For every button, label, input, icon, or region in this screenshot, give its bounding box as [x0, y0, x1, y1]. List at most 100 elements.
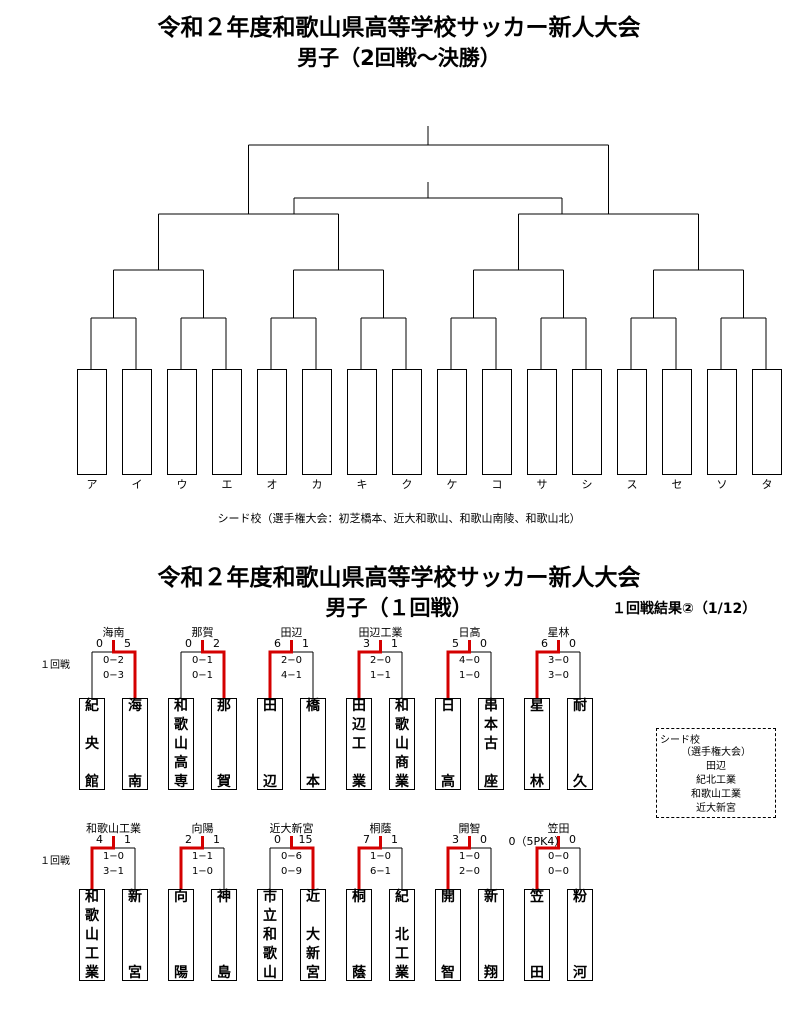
half-score: 0−0	[547, 866, 570, 877]
team-char: 歌	[263, 946, 277, 962]
score-right: 1	[213, 833, 220, 846]
score-left: 0	[185, 637, 192, 650]
half-score: 1−1	[191, 851, 214, 862]
half-score: 4−1	[280, 670, 303, 681]
team-char: 工	[352, 736, 366, 752]
score-left: 0	[96, 637, 103, 650]
team-char: 本	[306, 774, 320, 790]
score-right: 0	[480, 637, 487, 650]
match-winner: 田辺	[280, 626, 303, 639]
team-box	[257, 698, 283, 790]
team-char: 立	[263, 908, 277, 924]
slot-box	[212, 369, 242, 475]
team-char: 歌	[395, 717, 409, 733]
match-winner: 那賀	[191, 626, 214, 639]
win-path	[268, 640, 293, 698]
seed-school: 和歌山工業	[691, 789, 741, 800]
team-box	[257, 889, 283, 981]
win-path	[446, 640, 471, 698]
team-char: 串	[484, 698, 498, 714]
win-path	[290, 836, 315, 889]
score-right: 1	[391, 833, 398, 846]
win-path	[179, 836, 204, 889]
team-char: 山	[263, 965, 277, 981]
slot-label: ア	[86, 478, 98, 491]
team-char: 桐	[352, 889, 366, 905]
team-char: 陽	[174, 965, 188, 981]
team-char: 本	[484, 717, 498, 733]
slot-box	[167, 369, 197, 475]
half-score: 1−0	[191, 866, 214, 877]
team-char: 市	[263, 889, 277, 905]
slot-box	[257, 369, 287, 475]
slot-box	[77, 369, 107, 475]
team-char: 笠	[530, 889, 544, 905]
team-char: 賀	[217, 774, 231, 790]
team-char: 向	[174, 889, 188, 905]
slot-label: ス	[626, 478, 638, 491]
team-char: 業	[352, 774, 366, 790]
team-char: 田	[263, 698, 277, 714]
team-box	[300, 698, 326, 790]
team-char: 座	[484, 774, 498, 790]
team-char: 田	[530, 965, 544, 981]
match-winner: 開智	[458, 822, 481, 835]
team-box	[524, 698, 550, 790]
half-score: 1−0	[102, 851, 125, 862]
team-char: 工	[395, 946, 409, 962]
score-left: 3	[363, 637, 370, 650]
team-char: 智	[441, 965, 455, 981]
half-score: 1−1	[369, 670, 392, 681]
score-left: 4	[96, 833, 103, 846]
team-box	[346, 889, 372, 981]
team-box	[122, 889, 148, 981]
team-char: 島	[217, 965, 231, 981]
seed-box: シード校 （選手権大会） 田辺 紀北工業 和歌山工業 近大新宮	[656, 728, 776, 818]
slot-label: イ	[131, 478, 143, 491]
slot-label: シ	[581, 478, 593, 491]
half-score: 0−2	[102, 655, 125, 666]
team-box	[524, 889, 550, 981]
team-box	[389, 698, 415, 790]
team-char: 南	[128, 774, 142, 790]
team-char: 和	[85, 889, 99, 905]
team-box	[478, 698, 504, 790]
team-char: 紀	[85, 698, 99, 714]
win-path	[357, 836, 382, 889]
half-score: 0−1	[191, 655, 214, 666]
seed-school: 田辺	[706, 761, 726, 772]
team-char: 和	[395, 698, 409, 714]
win-path	[535, 640, 560, 698]
slot-label: ウ	[176, 478, 188, 491]
half-score: 1−0	[458, 670, 481, 681]
slot-label: キ	[356, 478, 368, 491]
team-char: 翔	[484, 965, 498, 981]
team-char: 紀	[395, 889, 409, 905]
score-left: 0	[274, 833, 281, 846]
team-char: 和	[263, 927, 277, 943]
slot-label: オ	[266, 478, 278, 491]
slot-box	[302, 369, 332, 475]
team-char: 工	[85, 946, 99, 962]
slot-label: ケ	[446, 478, 458, 491]
slot-box	[122, 369, 152, 475]
slot-label: ク	[401, 478, 413, 491]
team-char: 和	[174, 698, 188, 714]
team-char: 歌	[85, 908, 99, 924]
team-char: 古	[484, 736, 498, 752]
match-winner: 笠田	[547, 822, 570, 835]
match-winner: 日高	[458, 626, 481, 639]
half-score: 4−0	[458, 655, 481, 666]
score-left: 6	[274, 637, 281, 650]
slot-box	[527, 369, 557, 475]
team-char: 日	[441, 698, 455, 714]
team-box	[79, 889, 105, 981]
match-winner: 田辺工業	[358, 626, 403, 639]
slot-label: ソ	[716, 478, 728, 491]
team-box	[567, 889, 593, 981]
score-left: 6	[541, 637, 548, 650]
match-winner: 海南	[102, 626, 125, 639]
team-char: 神	[217, 889, 231, 905]
team-char: 橋	[306, 698, 320, 714]
score-right: 0	[480, 833, 487, 846]
